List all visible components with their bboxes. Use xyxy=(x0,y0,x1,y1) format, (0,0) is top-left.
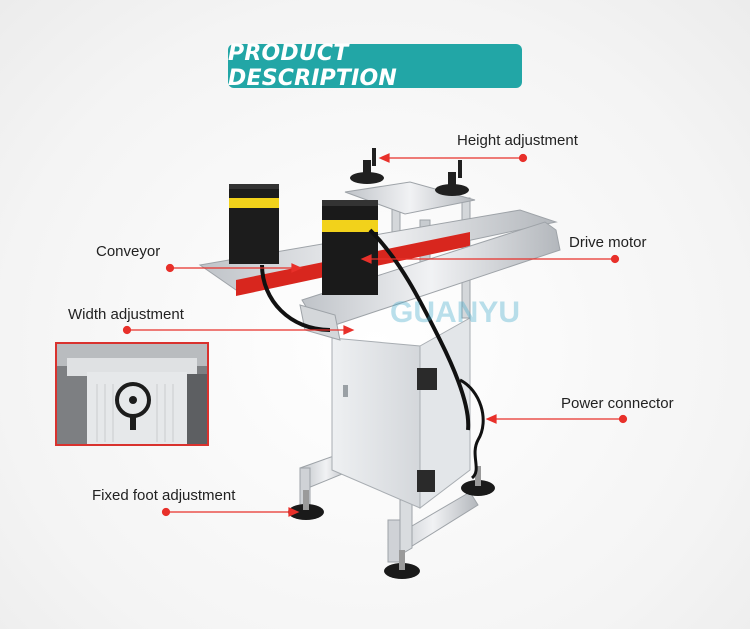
label-width-adjustment: Width adjustment xyxy=(68,306,184,323)
cabinet xyxy=(331,317,471,510)
label-conveyor: Conveyor xyxy=(96,243,161,260)
banner-title: PRODUCT DESCRIPTION xyxy=(228,41,398,91)
label-height-adjustment: Height adjustment xyxy=(457,132,578,149)
motor-left xyxy=(229,184,279,264)
motor-cable xyxy=(260,264,331,332)
drive-cable xyxy=(368,228,471,431)
label-power-connector: Power connector xyxy=(561,395,674,412)
label-drive-motor: Drive motor xyxy=(569,234,647,251)
drive-motor xyxy=(322,200,378,295)
label-fixed-foot-adjustment: Fixed foot adjustment xyxy=(92,487,236,504)
power-cable xyxy=(459,378,485,480)
product-description-banner: PRODUCT DESCRIPTION xyxy=(228,41,522,91)
inset-illustration xyxy=(57,344,207,444)
pointer-lines xyxy=(122,153,628,517)
watermark-text: GUANYU xyxy=(390,296,520,329)
height-handwheels xyxy=(350,148,469,196)
width-adjustment-detail-photo xyxy=(55,342,209,446)
fixed-feet xyxy=(288,466,495,579)
top-bridge xyxy=(344,181,476,215)
